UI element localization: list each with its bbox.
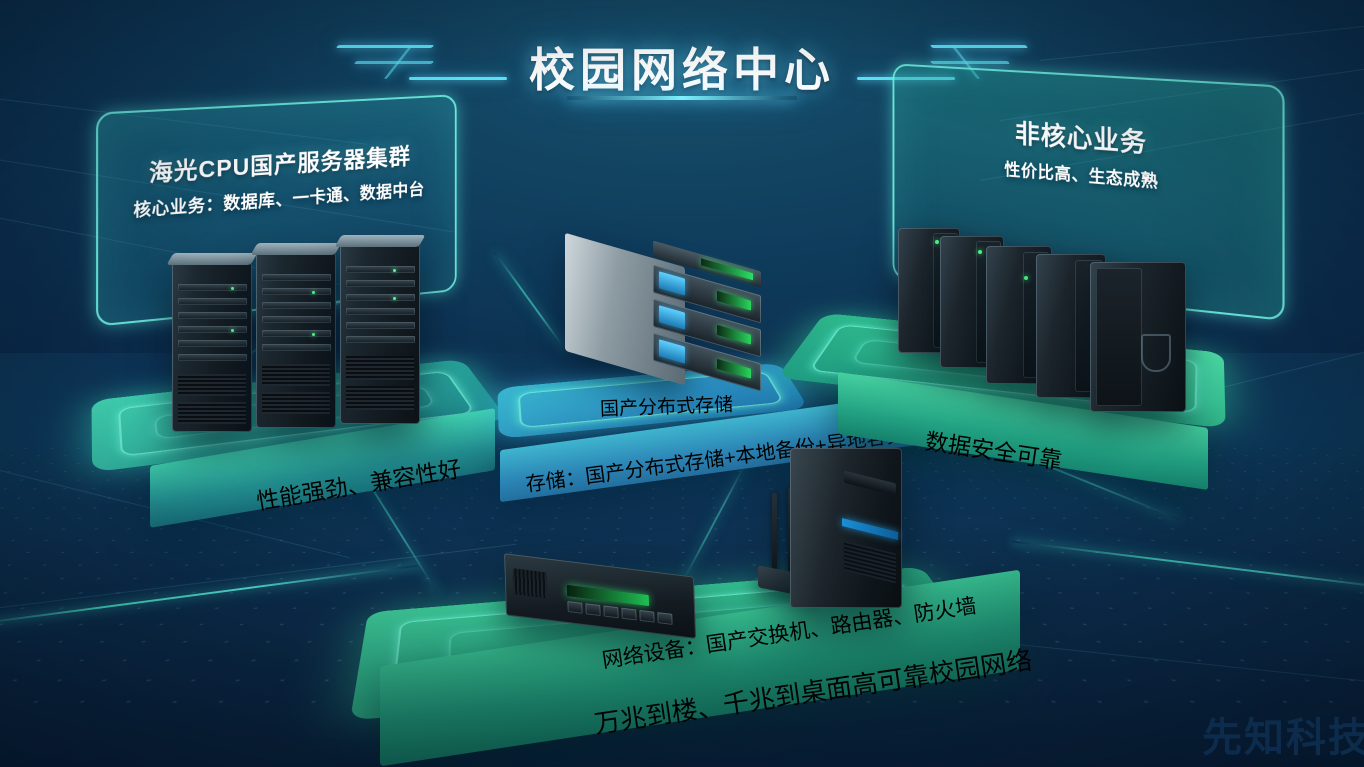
storage-device-label: 国产分布式存储 <box>599 394 734 421</box>
firewall-tower <box>790 448 902 608</box>
server-rack <box>166 253 258 432</box>
title-decoration-left-icon <box>335 35 507 99</box>
server-rack <box>250 243 342 428</box>
distributed-storage-device <box>565 232 761 392</box>
title-underglow <box>567 96 797 100</box>
page-title: 校园网络中心 <box>529 44 835 96</box>
tower-server <box>1090 262 1186 412</box>
watermark: 先知科技 <box>1202 716 1364 760</box>
server-rack <box>334 235 426 424</box>
